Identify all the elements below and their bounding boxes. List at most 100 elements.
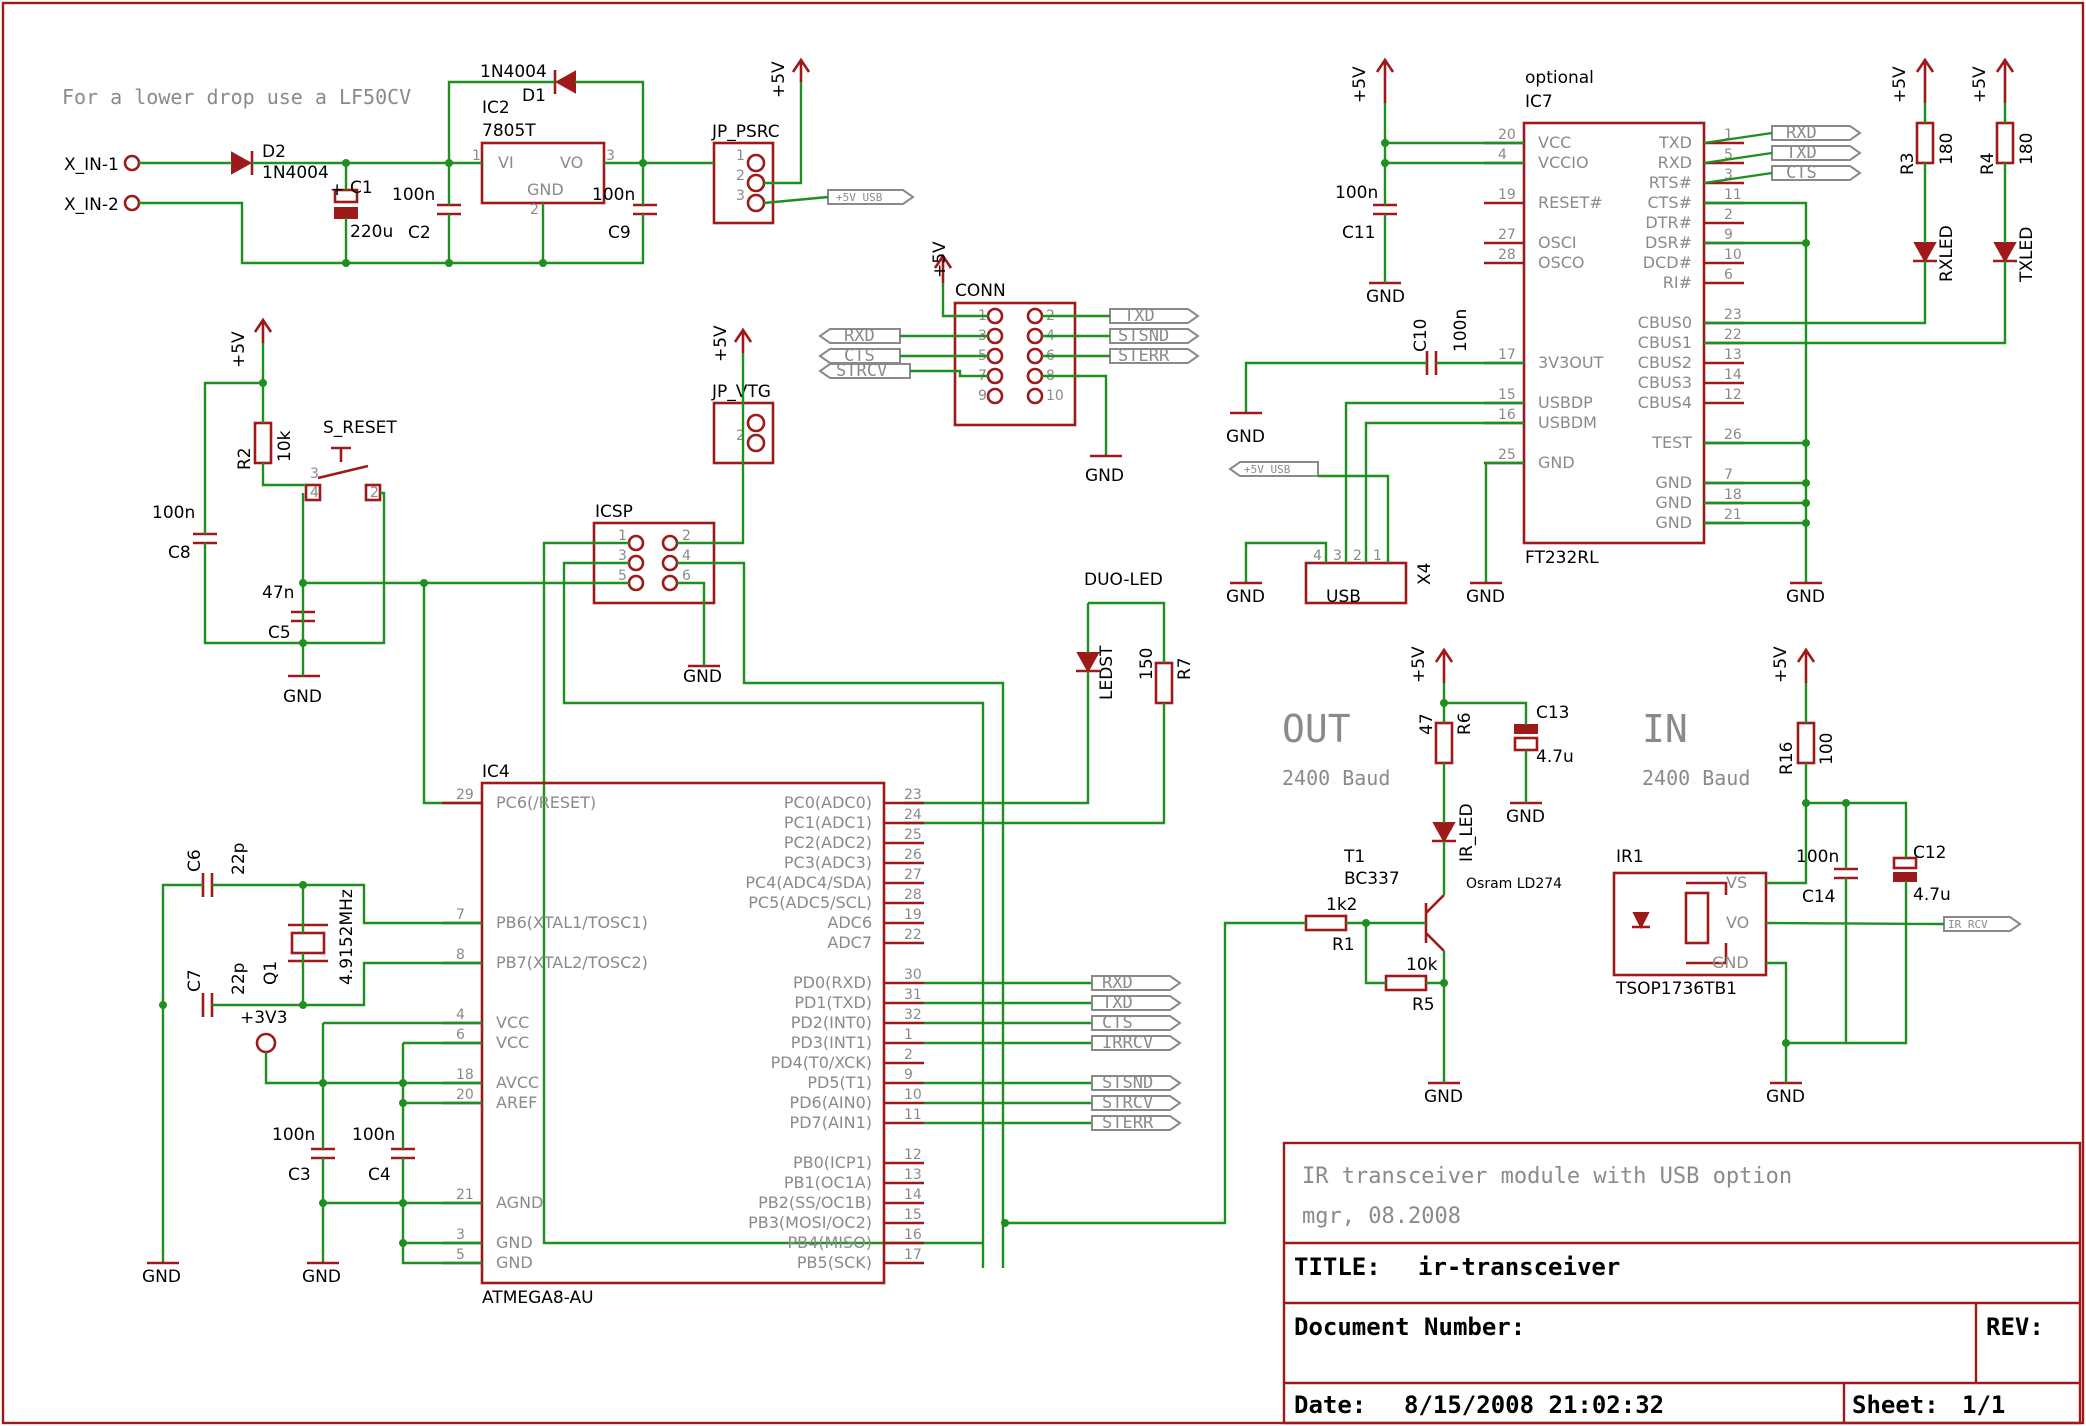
d1-diode-icon — [554, 70, 576, 94]
r7-resistor — [1154, 661, 1174, 705]
pin-name: GND — [496, 1253, 533, 1272]
c2-value: 100n — [392, 185, 435, 205]
pin-name: VCC — [496, 1013, 529, 1032]
pin-number: 12 — [904, 1147, 922, 1163]
svg-text:100: 100 — [1817, 733, 1837, 765]
d1-bypass-wire — [447, 80, 645, 163]
icsp-bus-wires — [542, 541, 1005, 1268]
pin-number: 13 — [904, 1167, 922, 1183]
svg-text:R1: R1 — [1332, 935, 1355, 955]
svg-text:C3: C3 — [288, 1165, 311, 1185]
ic2-vi-pin: VI — [498, 153, 514, 172]
svg-text:+5V: +5V — [711, 325, 731, 362]
pin-name: PB2(SS/OC1B) — [758, 1193, 872, 1212]
pin-number: 22 — [1724, 327, 1742, 343]
svg-text:+5V: +5V — [1890, 66, 1910, 103]
pin-name: AGND — [496, 1193, 543, 1212]
svg-text:GND: GND — [302, 1267, 341, 1287]
svg-text:R6: R6 — [1455, 712, 1475, 735]
svg-text:4: 4 — [682, 548, 691, 564]
supply-wire-gnd — [139, 201, 645, 265]
x-in-2-terminal — [123, 194, 141, 212]
tb-title-value: ir-transceiver — [1418, 1253, 1620, 1281]
pin-number: 14 — [1724, 367, 1742, 383]
svg-text:RXD: RXD — [844, 326, 875, 346]
duo-led-label: DUO-LED — [1084, 570, 1163, 590]
svg-text:100n: 100n — [1796, 847, 1839, 867]
ic2-vo-pin: VO — [560, 153, 583, 172]
svg-text:+3V3: +3V3 — [240, 1008, 288, 1028]
pin-number: 27 — [904, 867, 922, 883]
r16-resistor — [1796, 721, 1816, 765]
svg-text:22p: 22p — [229, 963, 249, 995]
tb-description: IR transceiver module with USB option — [1302, 1164, 1792, 1189]
plus5v-usb-flag — [827, 189, 915, 205]
pin-name: PB4(MISO) — [787, 1233, 872, 1252]
pin-number: 13 — [1724, 347, 1742, 363]
pin-name: GND — [496, 1233, 533, 1252]
c1-value: 220u — [350, 222, 393, 242]
ir-led-icon — [1432, 822, 1456, 844]
svg-text:T1: T1 — [1343, 847, 1365, 867]
ic7-value: FT232RL — [1525, 548, 1599, 568]
pin-name: CBUS3 — [1638, 373, 1692, 392]
pin-name: USBDP — [1538, 393, 1593, 412]
c1-label: C1 — [350, 178, 373, 198]
svg-text:+5V: +5V — [1350, 66, 1370, 103]
pin-number: 6 — [456, 1027, 465, 1043]
signal-flag-sterr — [1091, 1115, 1182, 1131]
pin-name: VCC — [496, 1033, 529, 1052]
ic4-label: IC4 — [482, 762, 510, 782]
pin-number: 28 — [1498, 247, 1516, 263]
svg-text:GND: GND — [1466, 587, 1505, 607]
pin-name: RI# — [1663, 273, 1692, 292]
svg-text:Osram LD274: Osram LD274 — [1466, 876, 1562, 892]
t1-transistor-icon — [1424, 894, 1445, 952]
pin-name: RESET# — [1538, 193, 1603, 212]
jp-vtg-label: JP_VTG — [711, 382, 771, 402]
signal-flag-irrcv — [1091, 1035, 1182, 1051]
svg-text:1: 1 — [618, 528, 627, 544]
signal-flag-label: TXD — [1102, 993, 1133, 1013]
c1-plate-bottom — [334, 207, 358, 219]
x-in-1-terminal — [123, 154, 141, 172]
tb-sheet-value: 1/1 — [1962, 1391, 2005, 1419]
usb-connector — [1304, 561, 1408, 605]
svg-text:2: 2 — [736, 428, 745, 444]
r6-resistor — [1434, 721, 1454, 765]
pin-name: PB5(SCK) — [797, 1253, 872, 1272]
c2-label: C2 — [408, 223, 431, 243]
pin-number: 18 — [456, 1067, 474, 1083]
pb3-to-t1-wire — [1005, 921, 1300, 1225]
pin-number: 11 — [1724, 187, 1742, 203]
conn-stsnd-flag — [1109, 328, 1200, 344]
signal-flag-strcv — [1091, 1095, 1182, 1111]
svg-text:100n: 100n — [1451, 309, 1471, 352]
svg-text:10k: 10k — [275, 430, 295, 462]
svg-text:C14: C14 — [1802, 887, 1836, 907]
pin-number: 14 — [904, 1187, 922, 1203]
pin-name: TEST — [1651, 433, 1692, 452]
pin-number: 5 — [456, 1247, 465, 1263]
tb-author-date: mgr, 08.2008 — [1302, 1204, 1461, 1229]
pin-name: PB0(ICP1) — [793, 1153, 872, 1172]
svg-text:GND: GND — [142, 1267, 181, 1287]
svg-text:47n: 47n — [262, 583, 294, 603]
ic4-atmega8 — [480, 781, 886, 1285]
svg-text:GND: GND — [1226, 427, 1265, 447]
svg-text:180: 180 — [1937, 133, 1957, 165]
pin-number: 17 — [904, 1247, 922, 1263]
svg-text:IR1: IR1 — [1616, 847, 1644, 867]
pin-name: DCD# — [1643, 253, 1692, 272]
signal-flag-label: CTS — [1102, 1013, 1133, 1033]
pin-name: PC4(ADC4/SDA) — [745, 873, 872, 892]
svg-text:R5: R5 — [1412, 995, 1435, 1015]
svg-text:1: 1 — [1373, 548, 1382, 564]
in-label: IN — [1642, 707, 1688, 751]
svg-text:+5V_USB: +5V_USB — [836, 191, 883, 204]
svg-text:C11: C11 — [1342, 223, 1376, 243]
